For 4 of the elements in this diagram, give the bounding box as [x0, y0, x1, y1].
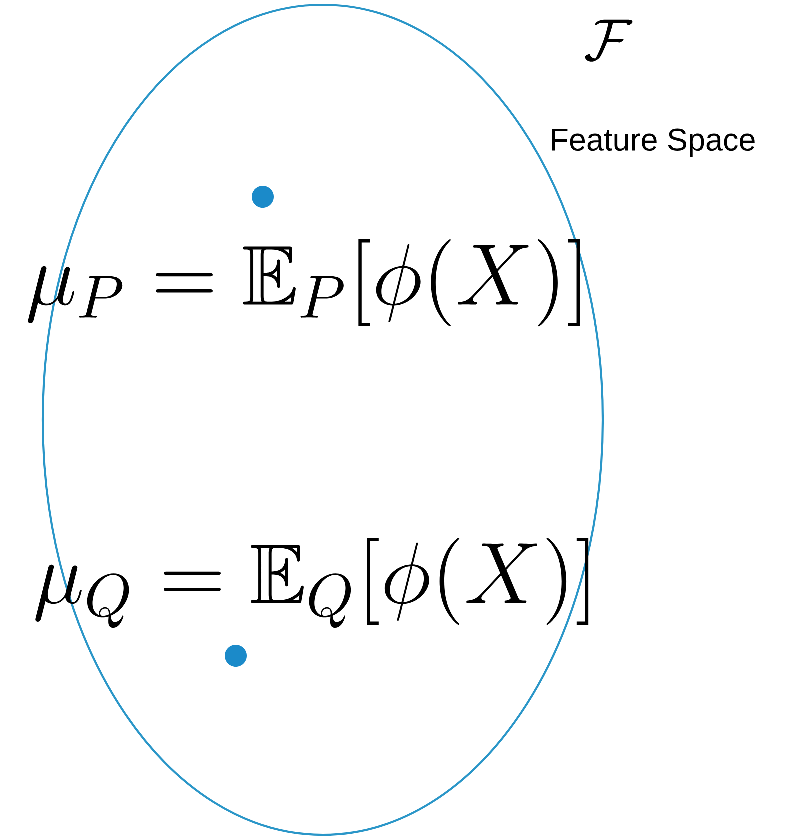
space-symbol: $\mathcal{F}$	[584, 20, 633, 62]
point-marker	[252, 186, 274, 208]
space-label: Feature Space	[552, 128, 755, 158]
point-marker	[225, 645, 247, 667]
